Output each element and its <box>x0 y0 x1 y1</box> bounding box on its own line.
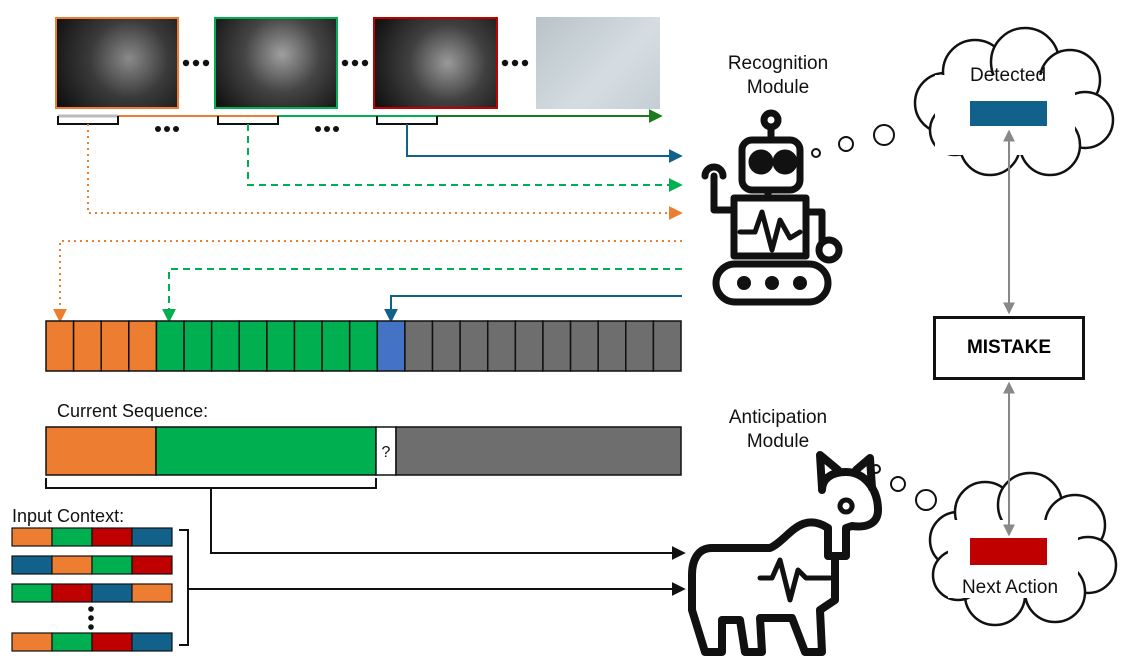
blue-clip-arrow <box>406 124 683 163</box>
timeline-segment-green <box>183 320 213 372</box>
timeline-segment-green <box>155 320 185 372</box>
timeline-segment-gray <box>597 320 627 372</box>
timeline-segment-orange <box>100 320 130 372</box>
orange-clip-arrow <box>87 124 683 220</box>
green-return-arrow <box>162 268 682 323</box>
context-cell-red <box>51 583 93 603</box>
sequence-brace <box>45 478 377 504</box>
context-cell-blue <box>131 632 173 652</box>
timeline-segment-green <box>321 320 351 372</box>
context-cell-green <box>11 583 53 603</box>
context-cell-red <box>131 555 173 575</box>
video-frame-4-faded <box>536 17 660 109</box>
video-frame-2 <box>214 17 338 109</box>
llama-thought-bubbles <box>871 464 937 511</box>
detected-label: Detected <box>969 65 1047 86</box>
timeline-segment-green <box>348 320 379 372</box>
unknown-marker: ? <box>382 444 391 461</box>
sequence-to-anticipation-arrow <box>210 504 686 560</box>
anticipation-label-line1: Anticipation <box>728 407 828 428</box>
frames-ellipsis <box>155 59 529 132</box>
timeline-segment-gray <box>514 320 544 372</box>
anticipation-module-label: Anticipation Module <box>700 406 856 454</box>
context-cell-orange <box>131 583 173 603</box>
segment-timeline-bar <box>45 320 682 372</box>
timeline-segment-green <box>238 320 268 372</box>
timeline-segment-bright_blue <box>376 320 406 372</box>
timeline-segment-orange <box>72 320 102 372</box>
video-frame-3 <box>373 17 498 109</box>
frame-timeline <box>57 109 663 125</box>
timeline-segment-gray <box>459 320 489 372</box>
blue-return-arrow <box>384 295 682 323</box>
context-brace <box>179 529 683 646</box>
recognition-module-label: Recognition Module <box>700 52 856 100</box>
context-cell-orange <box>11 527 53 547</box>
green-clip-arrow <box>247 124 683 192</box>
orange-return-arrow <box>53 240 682 323</box>
context-cell-red <box>91 632 133 652</box>
timeline-segment-gray <box>542 320 572 372</box>
context-cell-orange <box>51 555 93 575</box>
context-cell-red <box>91 527 133 547</box>
timeline-segment-orange <box>45 320 75 372</box>
next-action-label: Next Action <box>961 577 1059 598</box>
context-cell-blue <box>91 583 133 603</box>
context-cell-green <box>51 527 93 547</box>
timeline-segment-green <box>293 320 323 372</box>
anticipation-label-line2: Module <box>746 431 810 452</box>
current-sequence-label: Current Sequence: <box>57 401 209 421</box>
timeline-segment-gray <box>486 320 517 372</box>
current-sequence-bar: ? <box>45 426 682 476</box>
context-cell-green <box>91 555 133 575</box>
robot-icon <box>701 109 843 306</box>
input-context-label: Input Context: <box>12 506 125 526</box>
timeline-segment-green <box>266 320 296 372</box>
mistake-box: MISTAKE <box>933 316 1085 380</box>
llama-icon <box>688 451 882 656</box>
timeline-segment-gray <box>569 320 599 372</box>
timeline-segment-gray <box>404 320 434 372</box>
next-action-bar <box>970 538 1047 565</box>
recognition-label-line2: Module <box>746 77 810 98</box>
timeline-segment-gray <box>625 320 655 372</box>
detected-action-bar <box>970 101 1047 126</box>
context-cell-green <box>51 632 93 652</box>
video-frame-1 <box>55 17 179 109</box>
recognition-label-line1: Recognition <box>727 53 829 74</box>
input-context-rows <box>11 527 173 652</box>
robot-thought-bubbles <box>811 124 895 158</box>
context-cell-blue <box>131 527 173 547</box>
timeline-segment-gray <box>431 320 461 372</box>
context-cell-orange <box>11 632 53 652</box>
timeline-segment-orange <box>128 320 158 372</box>
context-vertical-dots <box>88 606 94 630</box>
context-cell-blue <box>11 555 53 575</box>
timeline-segment-gray <box>652 320 682 372</box>
timeline-segment-green <box>210 320 241 372</box>
